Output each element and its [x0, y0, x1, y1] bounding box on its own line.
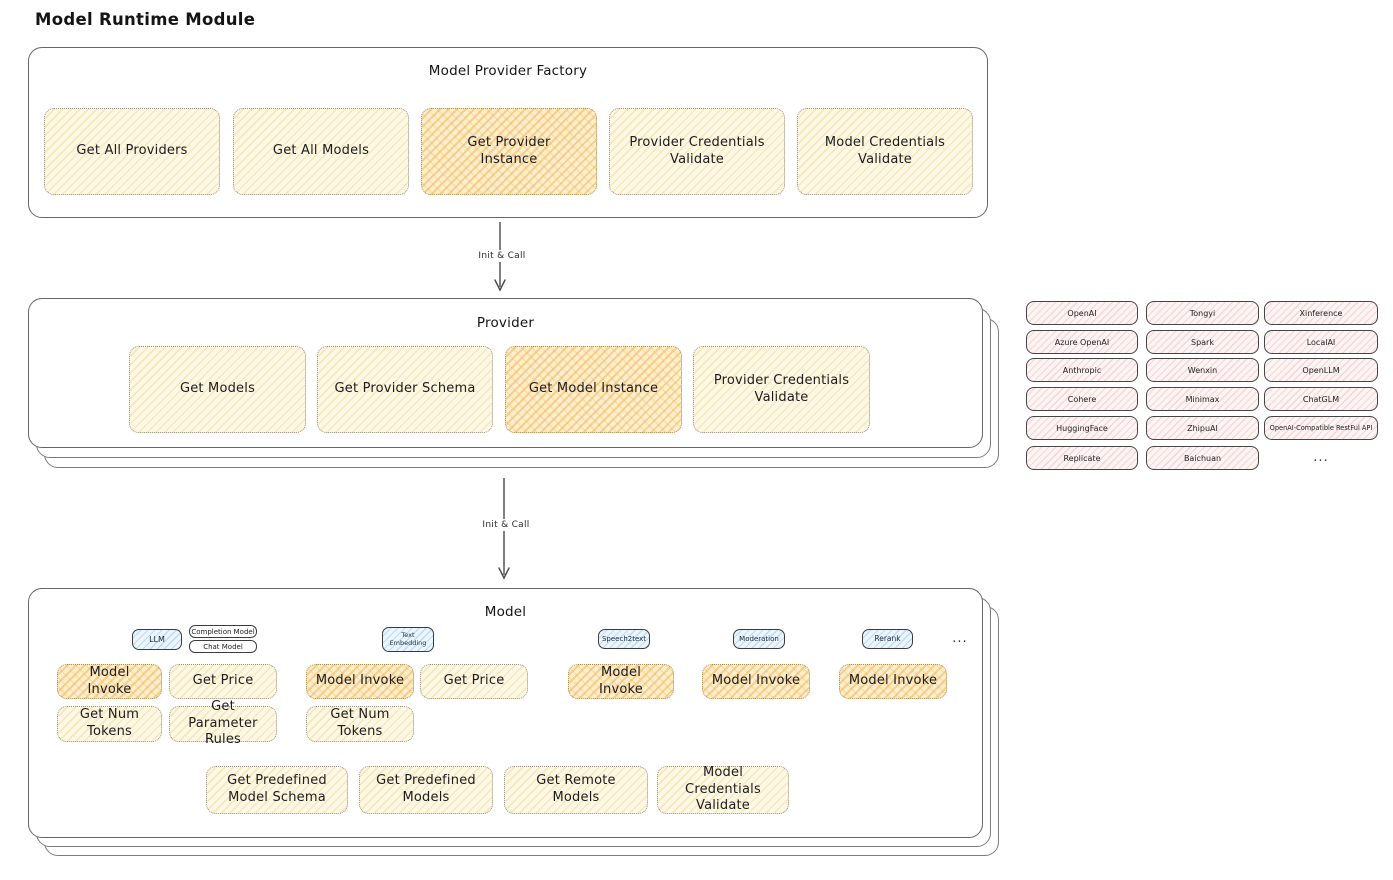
tag-speech2text: Speech2text: [598, 629, 650, 649]
node-get-predefined-model-schema: Get Predefined Model Schema: [206, 766, 348, 814]
pill-tongyi: Tongyi: [1146, 301, 1259, 325]
node-get-all-models: Get All Models: [233, 108, 409, 195]
tag-completion-model: Completion Model: [189, 625, 257, 638]
node-get-num-tokens-text-embedding: Get Num Tokens: [306, 706, 414, 742]
node-get-price-llm: Get Price: [169, 664, 277, 699]
pill-openllm: OpenLLM: [1264, 358, 1378, 382]
pill-wenxin: Wenxin: [1146, 358, 1259, 382]
tag-llm: LLM: [132, 629, 182, 650]
pill-openai: OpenAI: [1026, 301, 1138, 325]
node-model-invoke-text-embedding: Model Invoke: [306, 664, 414, 699]
node-get-price-text-embedding: Get Price: [420, 664, 528, 699]
pill-minimax: Minimax: [1146, 387, 1259, 411]
node-model-credentials-validate-2: Model Credentials Validate: [657, 765, 789, 814]
node-get-model-instance: Get Model Instance: [505, 346, 682, 433]
tag-chat-model: Chat Model: [189, 640, 257, 653]
node-provider-credentials-validate-2: Provider Credentials Validate: [693, 346, 870, 433]
node-model-invoke-rerank: Model Invoke: [839, 664, 947, 699]
pill-xinference: Xinference: [1264, 301, 1378, 325]
node-get-num-tokens-llm: Get Num Tokens: [57, 706, 162, 742]
provider-container: Provider Get Models Get Provider Schema …: [28, 298, 983, 448]
node-model-invoke-speech2text: Model Invoke: [568, 664, 674, 699]
tag-text-embedding: Text Embedding: [382, 627, 434, 652]
tag-rerank: Rerank: [862, 629, 913, 649]
pill-anthropic: Anthropic: [1026, 358, 1138, 382]
node-get-predefined-models: Get Predefined Models: [359, 766, 493, 814]
model-title: Model: [484, 604, 527, 620]
page-title: Model Runtime Module: [35, 10, 256, 29]
model-types-more-ellipsis: ...: [952, 631, 968, 646]
pill-cohere: Cohere: [1026, 387, 1138, 411]
provider-title: Provider: [476, 315, 535, 331]
providers-more-ellipsis: ...: [1313, 450, 1329, 465]
node-model-credentials-validate: Model Credentials Validate: [797, 108, 973, 195]
node-get-provider-instance: Get Provider Instance: [421, 108, 597, 195]
node-get-parameter-rules: Get Parameter Rules: [169, 699, 277, 747]
pill-huggingface: HuggingFace: [1026, 416, 1138, 440]
arrow-label-init-call-1: Init & Call: [466, 250, 538, 262]
node-get-all-providers: Get All Providers: [44, 108, 220, 195]
factory-title: Model Provider Factory: [428, 63, 588, 79]
pill-localai: LocalAI: [1264, 330, 1378, 354]
tag-moderation: Moderation: [733, 629, 785, 649]
pill-spark: Spark: [1146, 330, 1259, 354]
node-model-invoke-llm: Model Invoke: [57, 664, 162, 699]
model-container: Model LLM Completion Model Chat Model Te…: [28, 588, 983, 838]
node-get-provider-schema: Get Provider Schema: [317, 346, 493, 433]
node-provider-credentials-validate: Provider Credentials Validate: [609, 108, 785, 195]
node-model-invoke-moderation: Model Invoke: [702, 664, 810, 699]
factory-container: Model Provider Factory Get All Providers…: [28, 47, 988, 218]
pill-replicate: Replicate: [1026, 446, 1138, 470]
pill-openai-compatible-restful-api: OpenAI-Compatible RestFul API: [1264, 416, 1378, 440]
pill-baichuan: Baichuan: [1146, 446, 1259, 470]
arrow-label-init-call-2: Init & Call: [470, 519, 542, 531]
pill-chatglm: ChatGLM: [1264, 387, 1378, 411]
node-get-remote-models: Get Remote Models: [504, 766, 648, 814]
node-get-models: Get Models: [129, 346, 306, 433]
pill-azure-openai: Azure OpenAI: [1026, 330, 1138, 354]
pill-zhipuai: ZhipuAI: [1146, 416, 1259, 440]
